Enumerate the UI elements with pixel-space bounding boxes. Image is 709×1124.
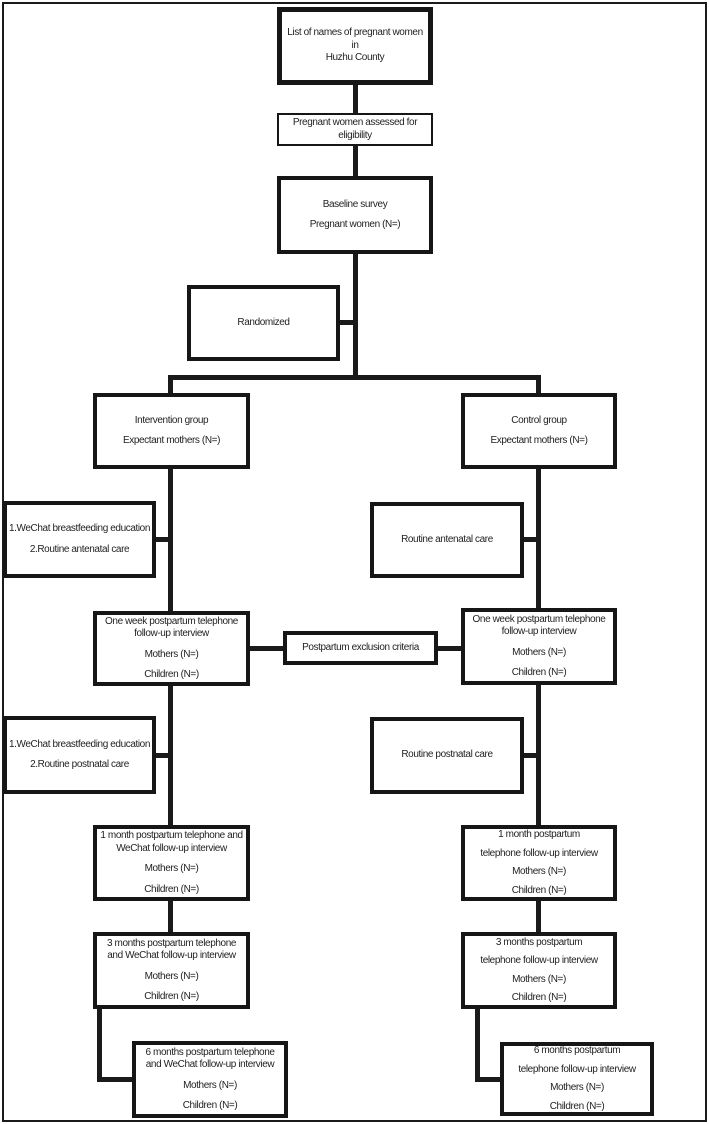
box-six-months-left: 6 months postpartum telephone and WeChat… <box>132 1041 288 1118</box>
box-text: One week postpartum telephone <box>105 615 238 627</box>
connector-wechat-antenatal <box>153 537 171 542</box>
box-text: Control group <box>511 414 567 426</box>
box-text: Huzhu County <box>325 52 385 64</box>
box-routine-postnatal: Routine postnatal care <box>370 717 524 794</box>
box-text: Mothers (N=) <box>144 970 199 982</box>
box-text: Children (N=) <box>549 1100 605 1112</box>
box-text: Expectant mothers (N=) <box>122 435 221 446</box>
box-text: 3 months postpartum <box>495 936 583 948</box>
box-routine-antenatal: Routine antenatal care <box>370 502 524 578</box>
box-baseline-survey: Baseline survey Pregnant women (N=) <box>277 176 433 254</box>
box-text: Children (N=) <box>511 884 567 896</box>
box-text: Routine postnatal care <box>401 749 493 761</box>
box-text: telephone follow-up interview <box>480 955 598 966</box>
box-text: 1 month postpartum telephone and <box>100 830 243 841</box>
connector-routine-antenatal <box>521 537 539 542</box>
connector-left-spine-3 <box>168 898 173 934</box>
connector-randomized <box>338 320 355 325</box>
box-text: List of names of pregnant women in <box>287 27 423 51</box>
box-text: Children (N=) <box>144 991 199 1002</box>
connector-split-left <box>168 378 173 394</box>
connector-right-elbow-horizontal <box>475 1077 502 1082</box>
connector-right-elbow-vertical <box>475 1007 480 1082</box>
box-text: 2.Routine antenatal care <box>29 543 130 555</box>
box-text: Children (N=) <box>144 669 199 680</box>
box-text: 6 months postpartum <box>533 1045 621 1056</box>
box-text: Expectant mothers (N=) <box>490 435 588 446</box>
box-text: 1 month postpartum <box>498 829 580 840</box>
box-text: Children (N=) <box>511 992 567 1003</box>
box-one-month-right: 1 month postpartum telephone follow-up i… <box>461 825 617 901</box>
box-text: Postpartum exclusion criteria <box>302 641 419 653</box>
box-text: One week postpartum telephone <box>472 613 606 625</box>
box-one-week-right: One week postpartum telephone follow-up … <box>461 608 617 685</box>
box-text: Mothers (N=) <box>512 646 566 658</box>
box-wechat-postnatal: 1.WeChat breastfeeding education 2.Routi… <box>3 716 156 794</box>
box-text: Baseline survey <box>322 198 388 210</box>
box-control-group: Control group Expectant mothers (N=) <box>461 393 617 469</box>
box-text: eligibility <box>338 129 372 141</box>
box-text: and WeChat follow-up interview <box>107 950 236 961</box>
box-text: Randomized <box>237 316 290 328</box>
box-eligibility: Pregnant women assessed for eligibility <box>277 113 433 146</box>
box-text: Routine antenatal care <box>401 533 493 545</box>
box-list-of-names: List of names of pregnant women in Huzhu… <box>277 7 433 85</box>
box-text: 2.Routine postnatal care <box>30 759 129 770</box>
connector-exclusion-left <box>247 646 285 651</box>
connector-top-2 <box>353 144 358 177</box>
box-text: Pregnant women assessed for <box>292 117 418 128</box>
box-text: Mothers (N=) <box>512 866 566 877</box>
connector-left-elbow-horizontal <box>97 1077 134 1082</box>
box-three-months-right: 3 months postpartum telephone follow-up … <box>461 932 617 1009</box>
box-text: Mothers (N=) <box>144 648 199 660</box>
box-text: Mothers (N=) <box>550 1082 604 1093</box>
box-randomized: Randomized <box>187 285 340 361</box>
box-six-months-right: 6 months postpartum telephone follow-up … <box>500 1042 654 1116</box>
box-text: 3 months postpartum telephone <box>106 937 237 949</box>
box-text: Mothers (N=) <box>512 973 566 985</box>
box-text: WeChat follow-up interview <box>116 842 227 854</box>
connector-wechat-postnatal <box>153 753 171 758</box>
box-text: 1.WeChat breastfeeding education <box>9 738 151 750</box>
box-text: follow-up interview <box>134 628 209 639</box>
box-one-week-left: One week postpartum telephone follow-up … <box>93 611 250 686</box>
connector-exclusion-right <box>435 646 463 651</box>
box-text: telephone follow-up interview <box>518 1063 636 1075</box>
box-text: 6 months postpartum telephone <box>145 1046 275 1058</box>
box-three-months-left: 3 months postpartum telephone and WeChat… <box>93 932 250 1009</box>
box-postpartum-exclusion: Postpartum exclusion criteria <box>283 631 438 665</box>
connector-top-3 <box>353 252 358 378</box>
box-wechat-antenatal: 1.WeChat breastfeeding education 2.Routi… <box>3 501 156 578</box>
box-text: Pregnant women (N=) <box>309 219 401 230</box>
box-text: Intervention group <box>134 414 209 426</box>
connector-left-elbow-vertical <box>97 1007 102 1082</box>
box-text: Children (N=) <box>511 667 567 678</box>
connector-top-1 <box>353 83 358 115</box>
box-text: Children (N=) <box>182 1100 238 1111</box>
box-text: follow-up interview <box>501 626 577 637</box>
box-text: Mothers (N=) <box>144 863 199 874</box>
box-text: telephone follow-up interview <box>480 847 598 859</box>
box-intervention-group: Intervention group Expectant mothers (N=… <box>93 393 250 469</box>
box-text: Children (N=) <box>144 883 199 895</box>
box-text: 1.WeChat breastfeeding education <box>9 523 151 534</box>
connector-split-horizontal <box>168 375 541 380</box>
connector-split-right <box>536 378 541 394</box>
box-text: and WeChat follow-up interview <box>145 1059 275 1070</box>
connector-right-spine-3 <box>536 898 541 934</box>
box-text: Mothers (N=) <box>183 1079 237 1091</box>
box-one-month-left: 1 month postpartum telephone and WeChat … <box>93 825 250 901</box>
connector-routine-postnatal <box>521 753 539 758</box>
